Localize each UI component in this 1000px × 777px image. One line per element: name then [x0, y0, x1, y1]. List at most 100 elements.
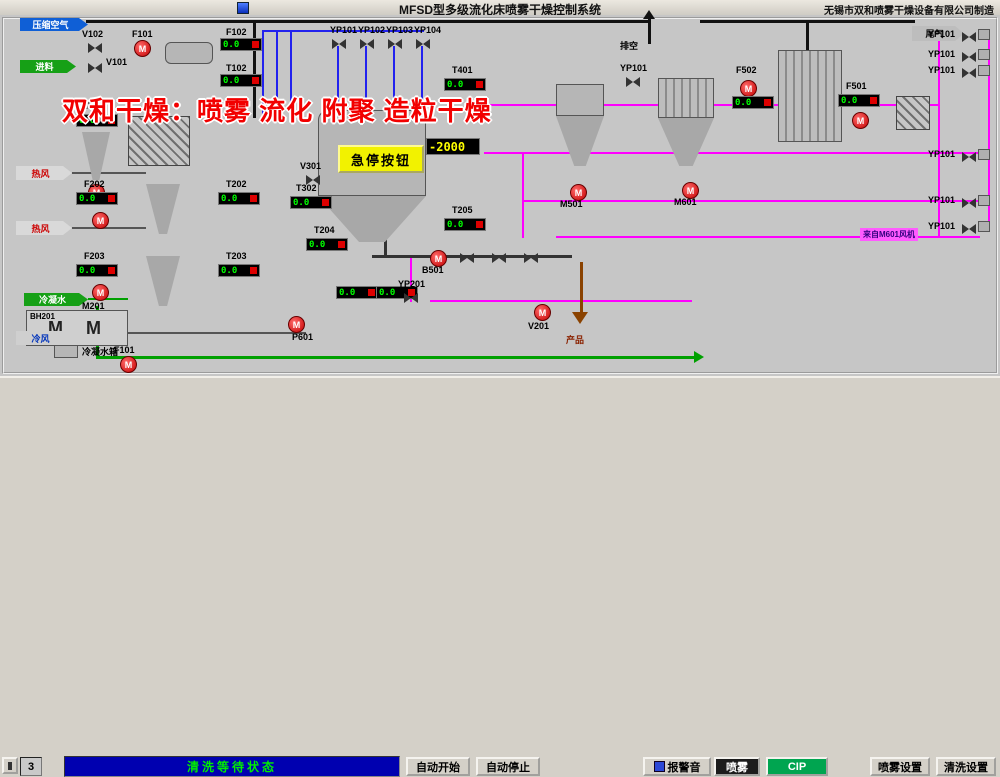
valve-yp101-r1[interactable] [962, 29, 976, 42]
label-bh201: BH201 [30, 312, 55, 321]
hot-air-label-1: 热风 [31, 168, 50, 179]
motor-b501[interactable]: M [430, 250, 447, 267]
valve-manifold-3[interactable] [524, 250, 538, 263]
display-f102: 0.0 [220, 38, 262, 51]
compressed-air-arrow: 压缩空气 [20, 18, 88, 31]
status-bar: 清洗等待状态 [64, 756, 400, 777]
valve-yp101-icon[interactable] [332, 36, 346, 49]
valve-yp103-icon[interactable] [388, 36, 402, 49]
label-t302: T302 [296, 183, 317, 193]
motor-p601[interactable]: M [288, 316, 305, 333]
unit-indicator [322, 199, 329, 206]
display-t302-value: 0.0 [293, 197, 310, 208]
valve-manifold-2[interactable] [492, 250, 506, 263]
motor-f101[interactable]: M [134, 40, 151, 57]
auto-stop-button[interactable]: 自动停止 [476, 757, 540, 776]
display-f203-value: 0.0 [79, 265, 96, 276]
motor-glyph: M [292, 319, 301, 330]
motor-f501[interactable]: M [852, 112, 869, 129]
display-m1-value: 0.0 [339, 287, 356, 298]
display-t204-value: 0.0 [309, 239, 326, 250]
valve-yp101-r2[interactable] [962, 49, 976, 62]
clean-settings-button[interactable]: 清洗设置 [936, 757, 996, 776]
page-indicator[interactable]: 3 [20, 757, 42, 776]
emergency-stop-button[interactable]: 急停按钮 [338, 145, 424, 173]
display-t203-value: 0.0 [221, 265, 238, 276]
motor-glyph: M [686, 185, 695, 196]
pipe-vent [648, 18, 651, 44]
mute-alarm-button[interactable]: 报警音 [643, 757, 711, 776]
valve-yp101-r3[interactable] [962, 65, 976, 78]
page-prev-button[interactable] [2, 757, 18, 774]
tail-gas-arrow: 尾气 [912, 26, 964, 41]
bag-filter-left [128, 116, 190, 166]
pipe-blue-n1 [337, 46, 339, 110]
pipe-blue-h [262, 30, 424, 32]
display-manifold-1: 0.0 [336, 286, 378, 299]
manufacturer-label: 无锡市双和喷雾干燥设备有限公司制造 [824, 6, 994, 17]
label-yp101-r1: YP101 [928, 29, 956, 39]
pipe-gray-4 [128, 332, 306, 334]
unit-indicator [408, 289, 415, 296]
motor-f101-pump[interactable]: M [120, 356, 137, 373]
motor-m601[interactable]: M [682, 182, 699, 199]
cold-air-arrow: 冷风 [16, 331, 72, 345]
motor-f502[interactable]: M [740, 80, 757, 97]
valve-yp101-r5[interactable] [962, 195, 976, 208]
pump-symbol-2: M [86, 318, 101, 339]
pipe-chamber-out [384, 230, 387, 256]
valve-v101-icon[interactable] [88, 60, 102, 73]
cyclone-tower-1-cone [556, 116, 604, 166]
motor-m201[interactable]: M [92, 284, 109, 301]
pipe-magenta-v3 [522, 152, 524, 238]
motor-glyph: M [124, 359, 133, 370]
valve-v102-icon[interactable] [88, 40, 102, 53]
pump-glyph: M [86, 318, 101, 338]
display-f202-value: 0.0 [79, 193, 96, 204]
unit-indicator [476, 221, 483, 228]
control-bar: 3 清洗等待状态 自动开始 自动停止 报警音 喷雾 CIP 喷雾设置 清洗设置 [0, 376, 1000, 777]
feed-label: 进料 [35, 62, 54, 72]
valve-v301-icon[interactable] [306, 172, 320, 185]
display-t204: 0.0 [306, 238, 348, 251]
valve-yp104-icon[interactable] [416, 36, 430, 49]
label-t201: T201 [84, 101, 105, 111]
title-bar: MFSD型多级流化床喷雾干燥控制系统 无锡市双和喷雾干燥设备有限公司制造 [0, 0, 1000, 17]
label-t205: T205 [452, 205, 473, 215]
drying-chamber-cone [318, 196, 426, 242]
valve-yp102-icon[interactable] [360, 36, 374, 49]
display-t202-value: 0.0 [221, 193, 238, 204]
pipe-magenta-v1 [938, 34, 940, 236]
cip-button[interactable]: CIP [766, 757, 828, 776]
label-yp103: YP103 [386, 25, 414, 35]
label-yp201: YP201 [398, 279, 426, 289]
motor-f202[interactable]: M [92, 212, 109, 229]
display-chamber-value: -2000 [429, 139, 466, 154]
label-b501: B501 [422, 265, 444, 275]
label-f502: F502 [736, 65, 757, 75]
auto-start-button[interactable]: 自动开始 [406, 757, 470, 776]
pipe-magenta-v2 [988, 30, 990, 228]
motor-m501[interactable]: M [570, 184, 587, 201]
valve-yp101-r4[interactable] [962, 149, 976, 162]
spray-settings-button[interactable]: 喷雾设置 [870, 757, 930, 776]
alarm-icon [653, 761, 665, 772]
heat-exchanger [778, 50, 842, 142]
label-t102: T102 [226, 63, 247, 73]
iobox-r2 [978, 49, 990, 60]
pipe-blue-n2 [365, 46, 367, 110]
product-arrow-icon [572, 312, 588, 324]
label-f203: F203 [84, 251, 105, 261]
valve-yp101-vent-icon[interactable] [626, 74, 640, 87]
motor-v201[interactable]: M [534, 304, 551, 321]
unit-indicator [250, 195, 257, 202]
cyclone-tower-2 [658, 78, 714, 118]
pipe-magenta-5 [430, 300, 692, 302]
valve-manifold-1[interactable] [460, 250, 474, 263]
valve-yp201-icon[interactable] [404, 290, 418, 303]
scada-diagram: 压缩空气 进料 热风 热风 冷凝水 冷风 尾气 排空 V102 F101 M F… [0, 10, 1000, 376]
valve-yp101-r6[interactable] [962, 221, 976, 234]
unit-indicator [252, 41, 259, 48]
label-f101: F101 [132, 29, 153, 39]
spray-button[interactable]: 喷雾 [714, 757, 760, 776]
